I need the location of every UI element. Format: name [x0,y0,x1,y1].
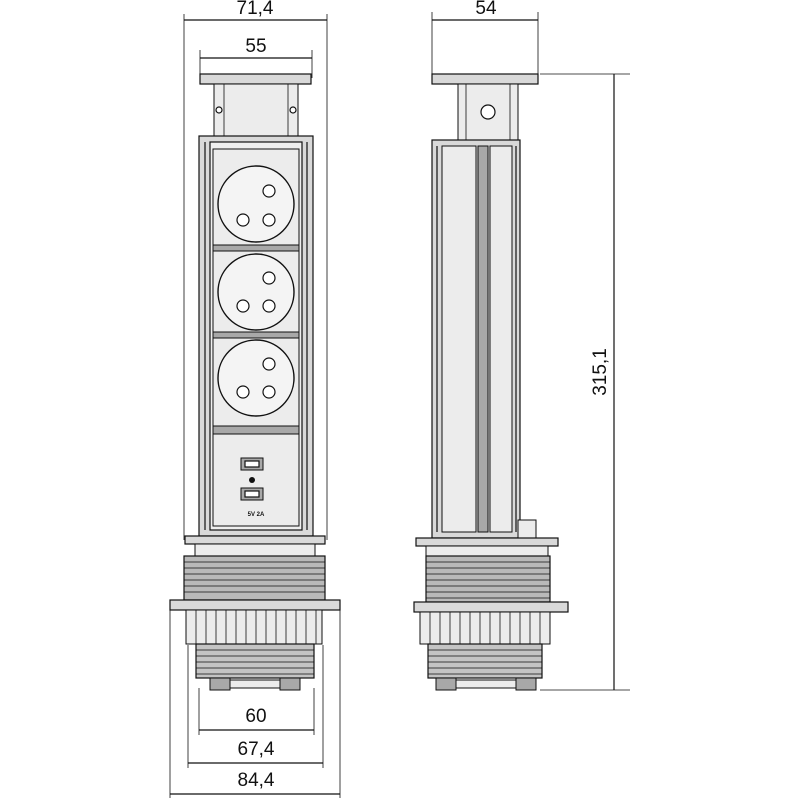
top-collar [184,535,326,545]
usb-led [249,477,255,483]
socket-1-face [217,165,295,243]
dimension-label-315-1: 315,1 [590,348,611,396]
ribbed-ring-front [185,609,323,645]
side-view: 54 [413,0,630,691]
usb-module: 5V 2A [212,433,300,527]
dimension-top-inner: 55 [199,36,313,78]
dimension-height: 315,1 [540,73,630,691]
side-lid [431,73,539,85]
lower-thread-side [427,643,543,679]
dimension-label-67-4: 67,4 [238,739,275,760]
socket-2 [212,250,300,338]
flange-front [169,599,341,611]
threaded-body-front [183,555,326,601]
lid-neck [213,83,299,137]
dimension-label-54: 54 [475,0,497,19]
dimension-top-outer: 71,4 [183,0,328,540]
lid [199,73,312,85]
dimension-base-67-4: 67,4 [187,645,324,768]
front-view: 71,4 55 [169,0,341,798]
socket-3 [212,337,300,427]
side-lid-screw [480,104,496,120]
usb-label: 5V 2A [248,512,265,518]
dimension-label-71-4: 71,4 [237,0,274,19]
dimension-label-84-4: 84,4 [238,770,275,791]
ribbed-ring-side [419,611,551,645]
dimension-label-60: 60 [245,706,266,727]
dimension-side-width: 54 [431,0,539,78]
dimension-label-55: 55 [245,36,266,57]
dimension-base-84-4: 84,4 [169,610,341,798]
lower-thread-front [195,643,315,679]
side-top-collar [415,537,559,547]
socket-2-face [217,253,295,331]
socket-1 [212,148,300,246]
socket-3-face [217,339,295,417]
threaded-body-side [425,555,551,603]
dimension-base-60: 60 [198,688,315,735]
flange-side [413,601,569,613]
